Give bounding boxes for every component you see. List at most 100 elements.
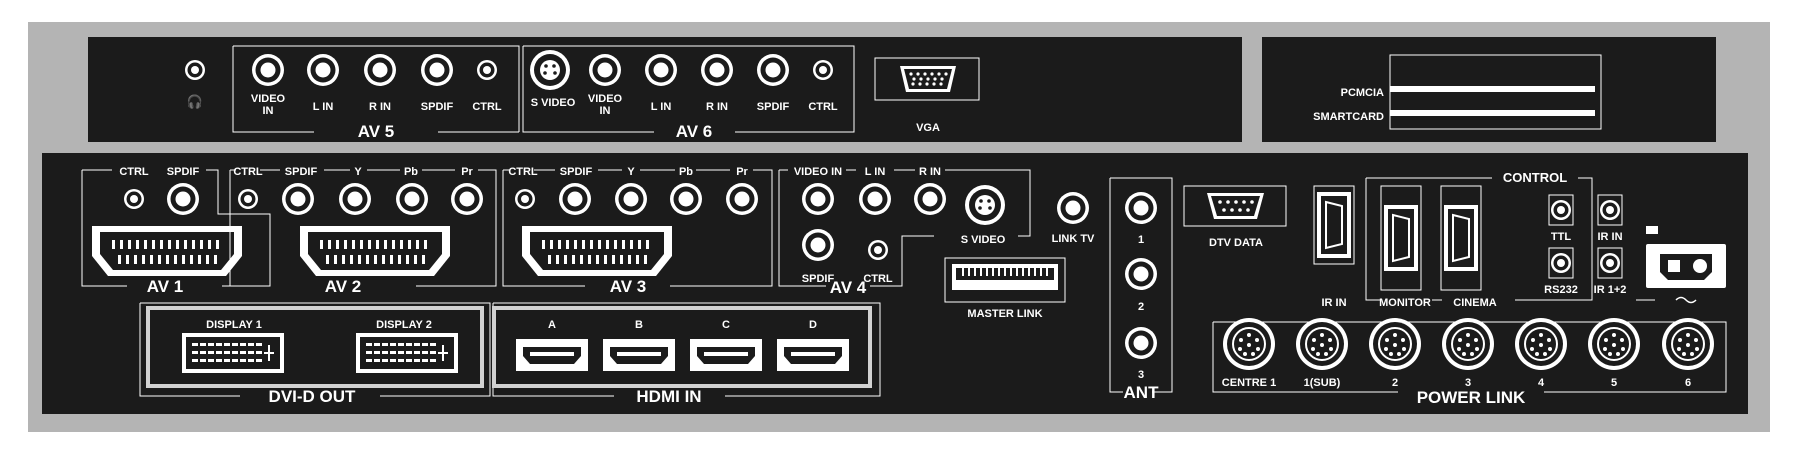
hdmi-group: A B C D HDMI IN [492,302,881,406]
main-panel [42,153,1748,414]
av4-spdif-jack[interactable] [802,229,834,261]
av5-ctrl-jack[interactable] [477,60,497,80]
ir-in-port[interactable] [1313,185,1355,265]
av1-spdif-jack[interactable] [167,183,199,215]
av4-r-in-jack[interactable] [914,183,946,215]
cinema-label: CINEMA [1453,297,1496,309]
av1-label-spdif: SPDIF [167,166,200,178]
av2-scart-connector[interactable] [300,226,450,276]
ant-2-jack[interactable] [1125,258,1157,290]
cinema-port[interactable] [1443,204,1479,272]
av3-spdif-jack[interactable] [559,183,591,215]
av5-title: AV 5 [358,122,395,141]
av3-pr-jack[interactable] [726,183,758,215]
av2-ctrl-jack[interactable] [238,189,258,209]
ant-group: 1 2 3 ANT [1109,177,1173,402]
dtv-data-port[interactable] [1183,185,1287,227]
ant-1-jack[interactable] [1125,192,1157,224]
smartcard-slot[interactable] [1390,110,1595,116]
av1-ctrl-jack[interactable] [124,189,144,209]
dvi-display-2-label: DISPLAY 2 [376,319,432,331]
av2-title: AV 2 [325,277,362,296]
hdmi-a-port[interactable] [516,339,588,371]
av1-scart-connector[interactable] [92,226,242,276]
hdmi-d-port[interactable] [777,339,849,371]
power-link-1-sub-socket[interactable] [1295,317,1349,371]
av4-ctrl-jack[interactable] [868,240,888,260]
link-tv-jack[interactable] [1057,192,1089,224]
av3-pb-jack[interactable] [670,183,702,215]
av4-video-in-jack[interactable] [802,183,834,215]
av6-label-spdif: SPDIF [757,101,790,113]
av5-spdif-jack[interactable] [421,54,453,86]
ant-label-2: 2 [1138,301,1144,313]
power-link-label-1-sub: 1(SUB) [1304,377,1341,389]
rs232-jack[interactable] [1548,247,1574,279]
av6-label-svideo: S VIDEO [531,97,576,109]
av2-label-spdif: SPDIF [285,166,318,178]
av5-l-in-jack[interactable] [307,54,339,86]
av4-svideo-jack[interactable] [965,185,1005,225]
power-link-3-socket[interactable] [1441,317,1495,371]
hdmi-b-label: B [635,319,643,331]
av2-y-jack[interactable] [339,183,371,215]
power-link-label-3: 3 [1465,377,1471,389]
av6-spdif-jack[interactable] [757,54,789,86]
headphone-icon: 🎧 [187,94,203,109]
av6-r-in-jack[interactable] [701,54,733,86]
av3-y-jack[interactable] [615,183,647,215]
av5-label-ctrl: CTRL [472,101,502,113]
power-link-centre-1-socket[interactable] [1222,317,1276,371]
smartcard-label: SMARTCARD [1313,111,1384,123]
control-title: CONTROL [1503,170,1567,185]
dvi-display-1-port[interactable] [182,333,284,373]
power-inlet-icon[interactable] [1646,226,1726,304]
power-link-4-socket[interactable] [1514,317,1568,371]
av5-label-rin: R IN [369,101,391,113]
av2-pr-jack[interactable] [451,183,483,215]
ir-in-control-label: IR IN [1597,231,1622,243]
av2-spdif-jack[interactable] [282,183,314,215]
av4-label-ctrl: CTRL [863,273,893,285]
dvi-display-2-port[interactable] [356,333,458,373]
av5-label-spdif: SPDIF [421,101,454,113]
av4-label-svideo: S VIDEO [961,234,1006,246]
hdmi-b-port[interactable] [603,339,675,371]
av3-label-pr: Pr [736,166,748,178]
av3-ctrl-jack[interactable] [515,189,535,209]
av3-label-pb: Pb [679,166,693,178]
av5-video-in-jack[interactable] [252,54,284,86]
av6-svideo-jack[interactable] [530,50,570,90]
av2-pb-jack[interactable] [396,183,428,215]
hdmi-c-label: C [722,319,730,331]
headphone-jack[interactable] [185,60,205,80]
pcmcia-slot[interactable] [1390,86,1595,92]
av5-r-in-jack[interactable] [364,54,396,86]
hdmi-d-label: D [809,319,817,331]
ir-1-2-jack[interactable] [1597,247,1623,279]
av4-group: VIDEO IN L IN R IN S VIDEO SPDIF CTRL AV… [778,166,1031,297]
av4-label-l-in: L IN [865,166,886,178]
vga-label: VGA [916,122,940,134]
av4-l-in-jack[interactable] [859,183,891,215]
hdmi-a-label: A [548,319,556,331]
power-link-6-socket[interactable] [1661,317,1715,371]
monitor-port[interactable] [1383,204,1419,272]
av3-scart-connector[interactable] [522,226,672,276]
power-link-label-6: 6 [1685,377,1691,389]
power-link-5-socket[interactable] [1587,317,1641,371]
ir-in-control-jack[interactable] [1597,194,1623,226]
vga-port[interactable] [874,57,980,101]
av6-l-in-jack[interactable] [645,54,677,86]
hdmi-c-port[interactable] [690,339,762,371]
power-link-2-socket[interactable] [1368,317,1422,371]
av1-group: CTRL SPDIF AV 1 [81,166,271,296]
ttl-jack[interactable] [1548,194,1574,226]
av6-video-in-jack[interactable] [589,54,621,86]
top-left-panel [88,37,1242,142]
ant-3-jack[interactable] [1125,327,1157,359]
av6-ctrl-jack[interactable] [813,60,833,80]
master-link-port[interactable] [944,257,1066,303]
